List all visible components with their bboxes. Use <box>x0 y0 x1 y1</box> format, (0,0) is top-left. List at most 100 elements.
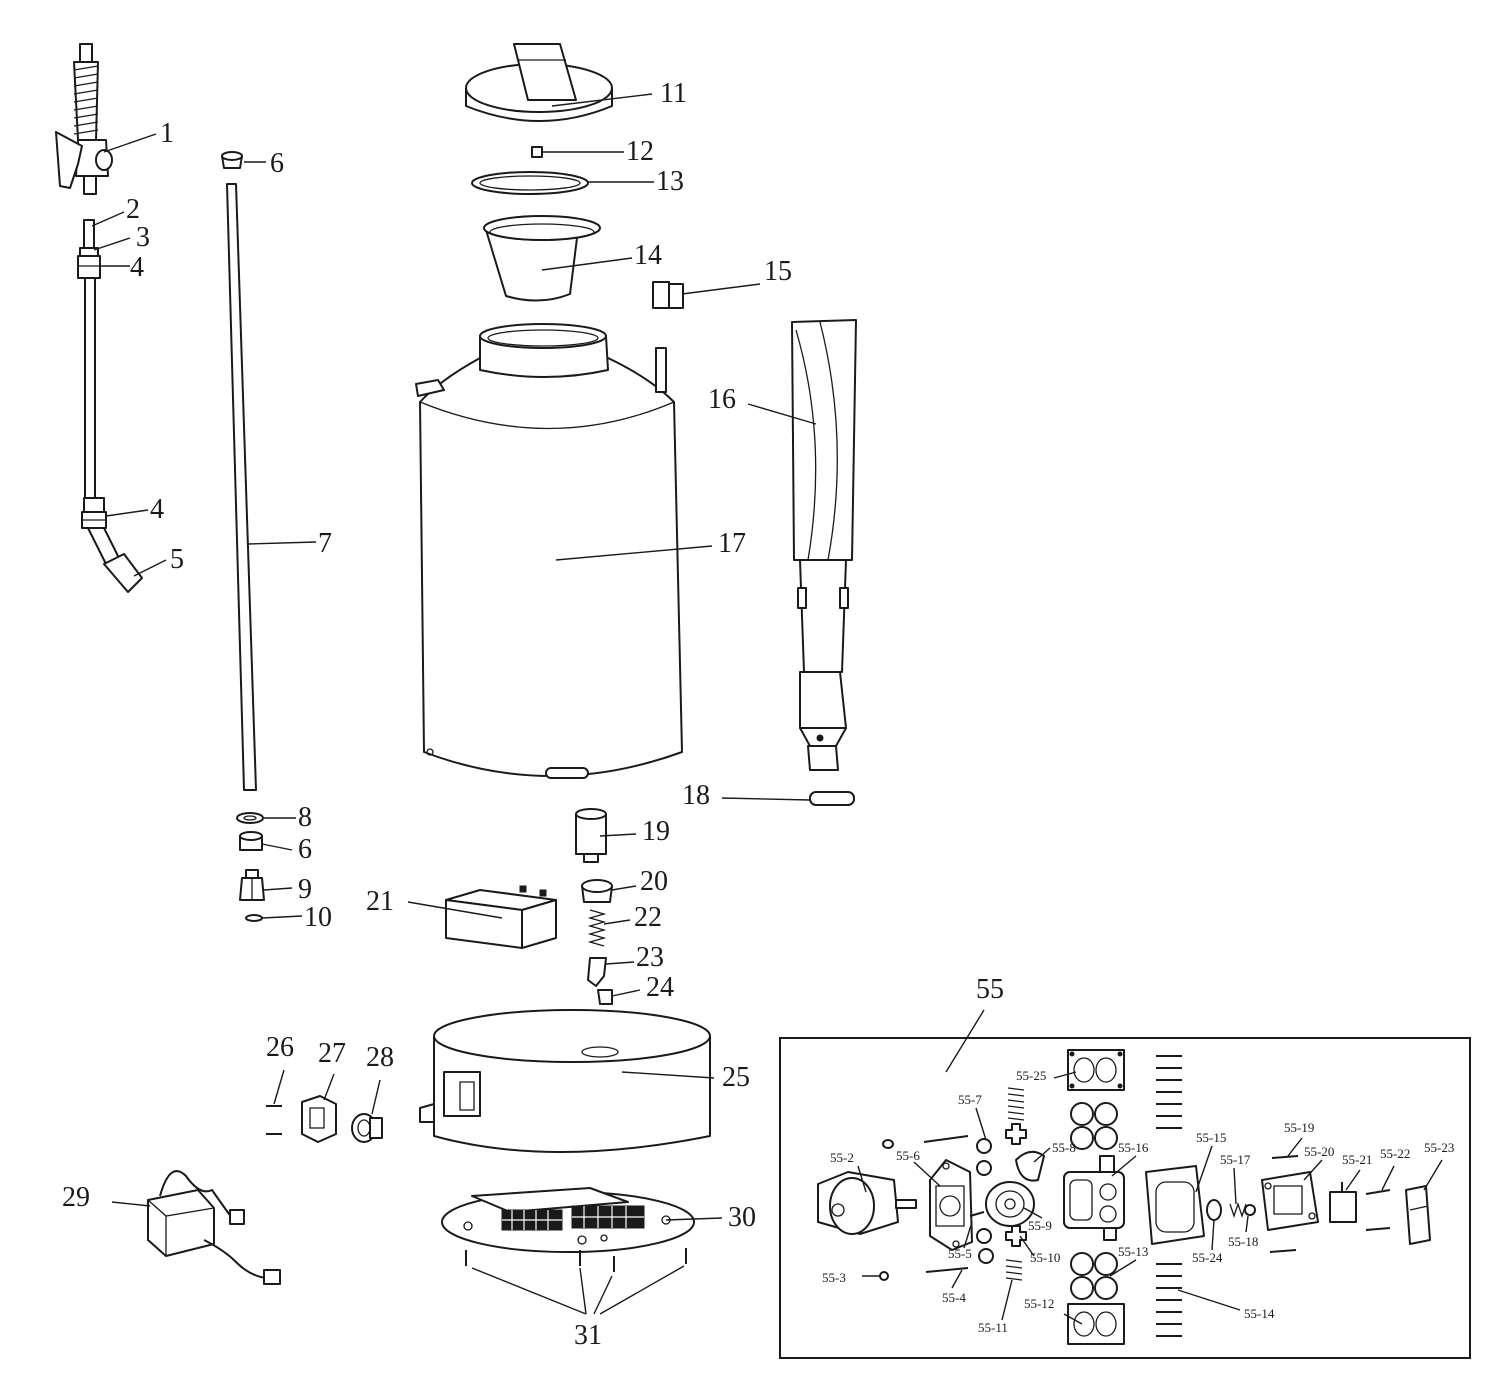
part-1-shutoff-valve <box>56 44 112 194</box>
label-4-bottom: 4 <box>150 494 164 525</box>
label-31: 31 <box>574 1320 602 1351</box>
leader-lines <box>92 94 816 1220</box>
label-2: 2 <box>126 194 140 225</box>
part-11-lid <box>466 44 612 121</box>
label-55-12: 55-12 <box>1024 1296 1054 1311</box>
part-15-clip <box>653 282 683 308</box>
label-55-13: 55-13 <box>1118 1244 1148 1259</box>
part-10-washer <box>246 915 262 921</box>
label-16: 16 <box>708 384 736 415</box>
part-24-fitting <box>598 990 612 1004</box>
label-17: 17 <box>718 528 746 559</box>
label-55-10: 55-10 <box>1030 1250 1060 1265</box>
label-29: 29 <box>62 1182 90 1213</box>
label-24: 24 <box>646 972 674 1003</box>
label-55-2: 55-2 <box>830 1150 854 1165</box>
part-29-charger <box>148 1171 280 1284</box>
pump-gasket <box>1146 1166 1204 1244</box>
label-19: 19 <box>642 816 670 847</box>
part-2-3-4-wand-top-fittings <box>78 220 100 278</box>
label-30: 30 <box>728 1202 756 1233</box>
label-26: 26 <box>266 1032 294 1063</box>
part-4-lower-fitting <box>82 498 106 528</box>
label-28: 28 <box>366 1042 394 1073</box>
pump-end-cover <box>1406 1186 1430 1244</box>
label-55-5: 55-5 <box>948 1246 972 1261</box>
label-55-18: 55-18 <box>1228 1234 1258 1249</box>
part-6-cap-top <box>222 152 242 168</box>
label-55-24: 55-24 <box>1192 1250 1223 1265</box>
label-55-22: 55-22 <box>1380 1146 1410 1161</box>
label-15: 15 <box>764 256 792 287</box>
label-55-15: 55-15 <box>1196 1130 1226 1145</box>
label-55-21: 55-21 <box>1342 1152 1372 1167</box>
part-6-cap-bottom <box>240 832 262 850</box>
label-55-8: 55-8 <box>1052 1140 1076 1155</box>
part-17-tank <box>416 324 682 778</box>
label-18: 18 <box>682 780 710 811</box>
label-14: 14 <box>634 240 662 271</box>
part-19-filter <box>576 809 606 862</box>
part-27-switch <box>302 1096 336 1142</box>
part-18-end-cap <box>810 792 854 805</box>
label-23: 23 <box>636 942 664 973</box>
part-23-elbow <box>588 958 606 986</box>
part-28-knob <box>352 1114 382 1142</box>
label-9: 9 <box>298 874 312 905</box>
label-55-11: 55-11 <box>978 1320 1008 1335</box>
label-20: 20 <box>640 866 668 897</box>
part-30-bottom-plate <box>442 1188 694 1252</box>
label-11: 11 <box>660 78 687 109</box>
label-25: 25 <box>722 1062 750 1093</box>
pump-detail-box: 55-2 55-3 55-4 55-5 55-6 55-7 55-8 55-9 … <box>780 1010 1470 1358</box>
part-20-cap <box>582 880 612 902</box>
label-22: 22 <box>634 902 662 933</box>
pump-switch-plate <box>1262 1172 1318 1230</box>
pump-head <box>1064 1156 1124 1240</box>
label-4-top: 4 <box>130 252 144 283</box>
part-16-shoulder-strap <box>792 320 856 770</box>
label-55-23: 55-23 <box>1424 1140 1454 1155</box>
label-7: 7 <box>318 528 332 559</box>
label-10: 10 <box>304 902 332 933</box>
label-55-14: 55-14 <box>1244 1306 1275 1321</box>
label-3: 3 <box>136 222 150 253</box>
label-55: 55 <box>976 974 1004 1005</box>
part-7-rod <box>227 184 256 790</box>
part-26-screws <box>266 1106 282 1134</box>
label-1: 1 <box>160 118 174 149</box>
part-5-nozzle <box>88 528 142 592</box>
label-55-4: 55-4 <box>942 1290 966 1305</box>
pump-motor-plate <box>930 1160 972 1250</box>
label-55-17: 55-17 <box>1220 1152 1251 1167</box>
part-25-base-housing <box>420 1010 710 1152</box>
part-8-ring <box>237 813 263 823</box>
label-55-25: 55-25 <box>1016 1068 1046 1083</box>
label-55-20: 55-20 <box>1304 1144 1334 1159</box>
pump-valve-top <box>1068 1050 1124 1090</box>
part-13-seal-ring <box>472 172 588 194</box>
label-55-16: 55-16 <box>1118 1140 1149 1155</box>
label-55-3: 55-3 <box>822 1270 846 1285</box>
label-55-6: 55-6 <box>896 1148 920 1163</box>
label-55-19: 55-19 <box>1284 1120 1314 1135</box>
part-14-strainer <box>484 216 600 301</box>
label-6-bottom: 6 <box>298 834 312 865</box>
part-21-battery <box>446 886 556 948</box>
label-6-top: 6 <box>270 148 284 179</box>
label-8: 8 <box>298 802 312 833</box>
label-55-7: 55-7 <box>958 1092 982 1107</box>
part-22-spring <box>590 910 604 946</box>
label-13: 13 <box>656 166 684 197</box>
label-5: 5 <box>170 544 184 575</box>
part-12-plug <box>532 147 542 157</box>
label-55-9: 55-9 <box>1028 1218 1052 1233</box>
wand-tube <box>85 278 95 500</box>
part-31-screws <box>466 1248 686 1314</box>
label-27: 27 <box>318 1038 346 1069</box>
label-21: 21 <box>366 886 394 917</box>
label-12: 12 <box>626 136 654 167</box>
pump-motor <box>818 1172 916 1234</box>
part-9-nut <box>240 870 264 900</box>
